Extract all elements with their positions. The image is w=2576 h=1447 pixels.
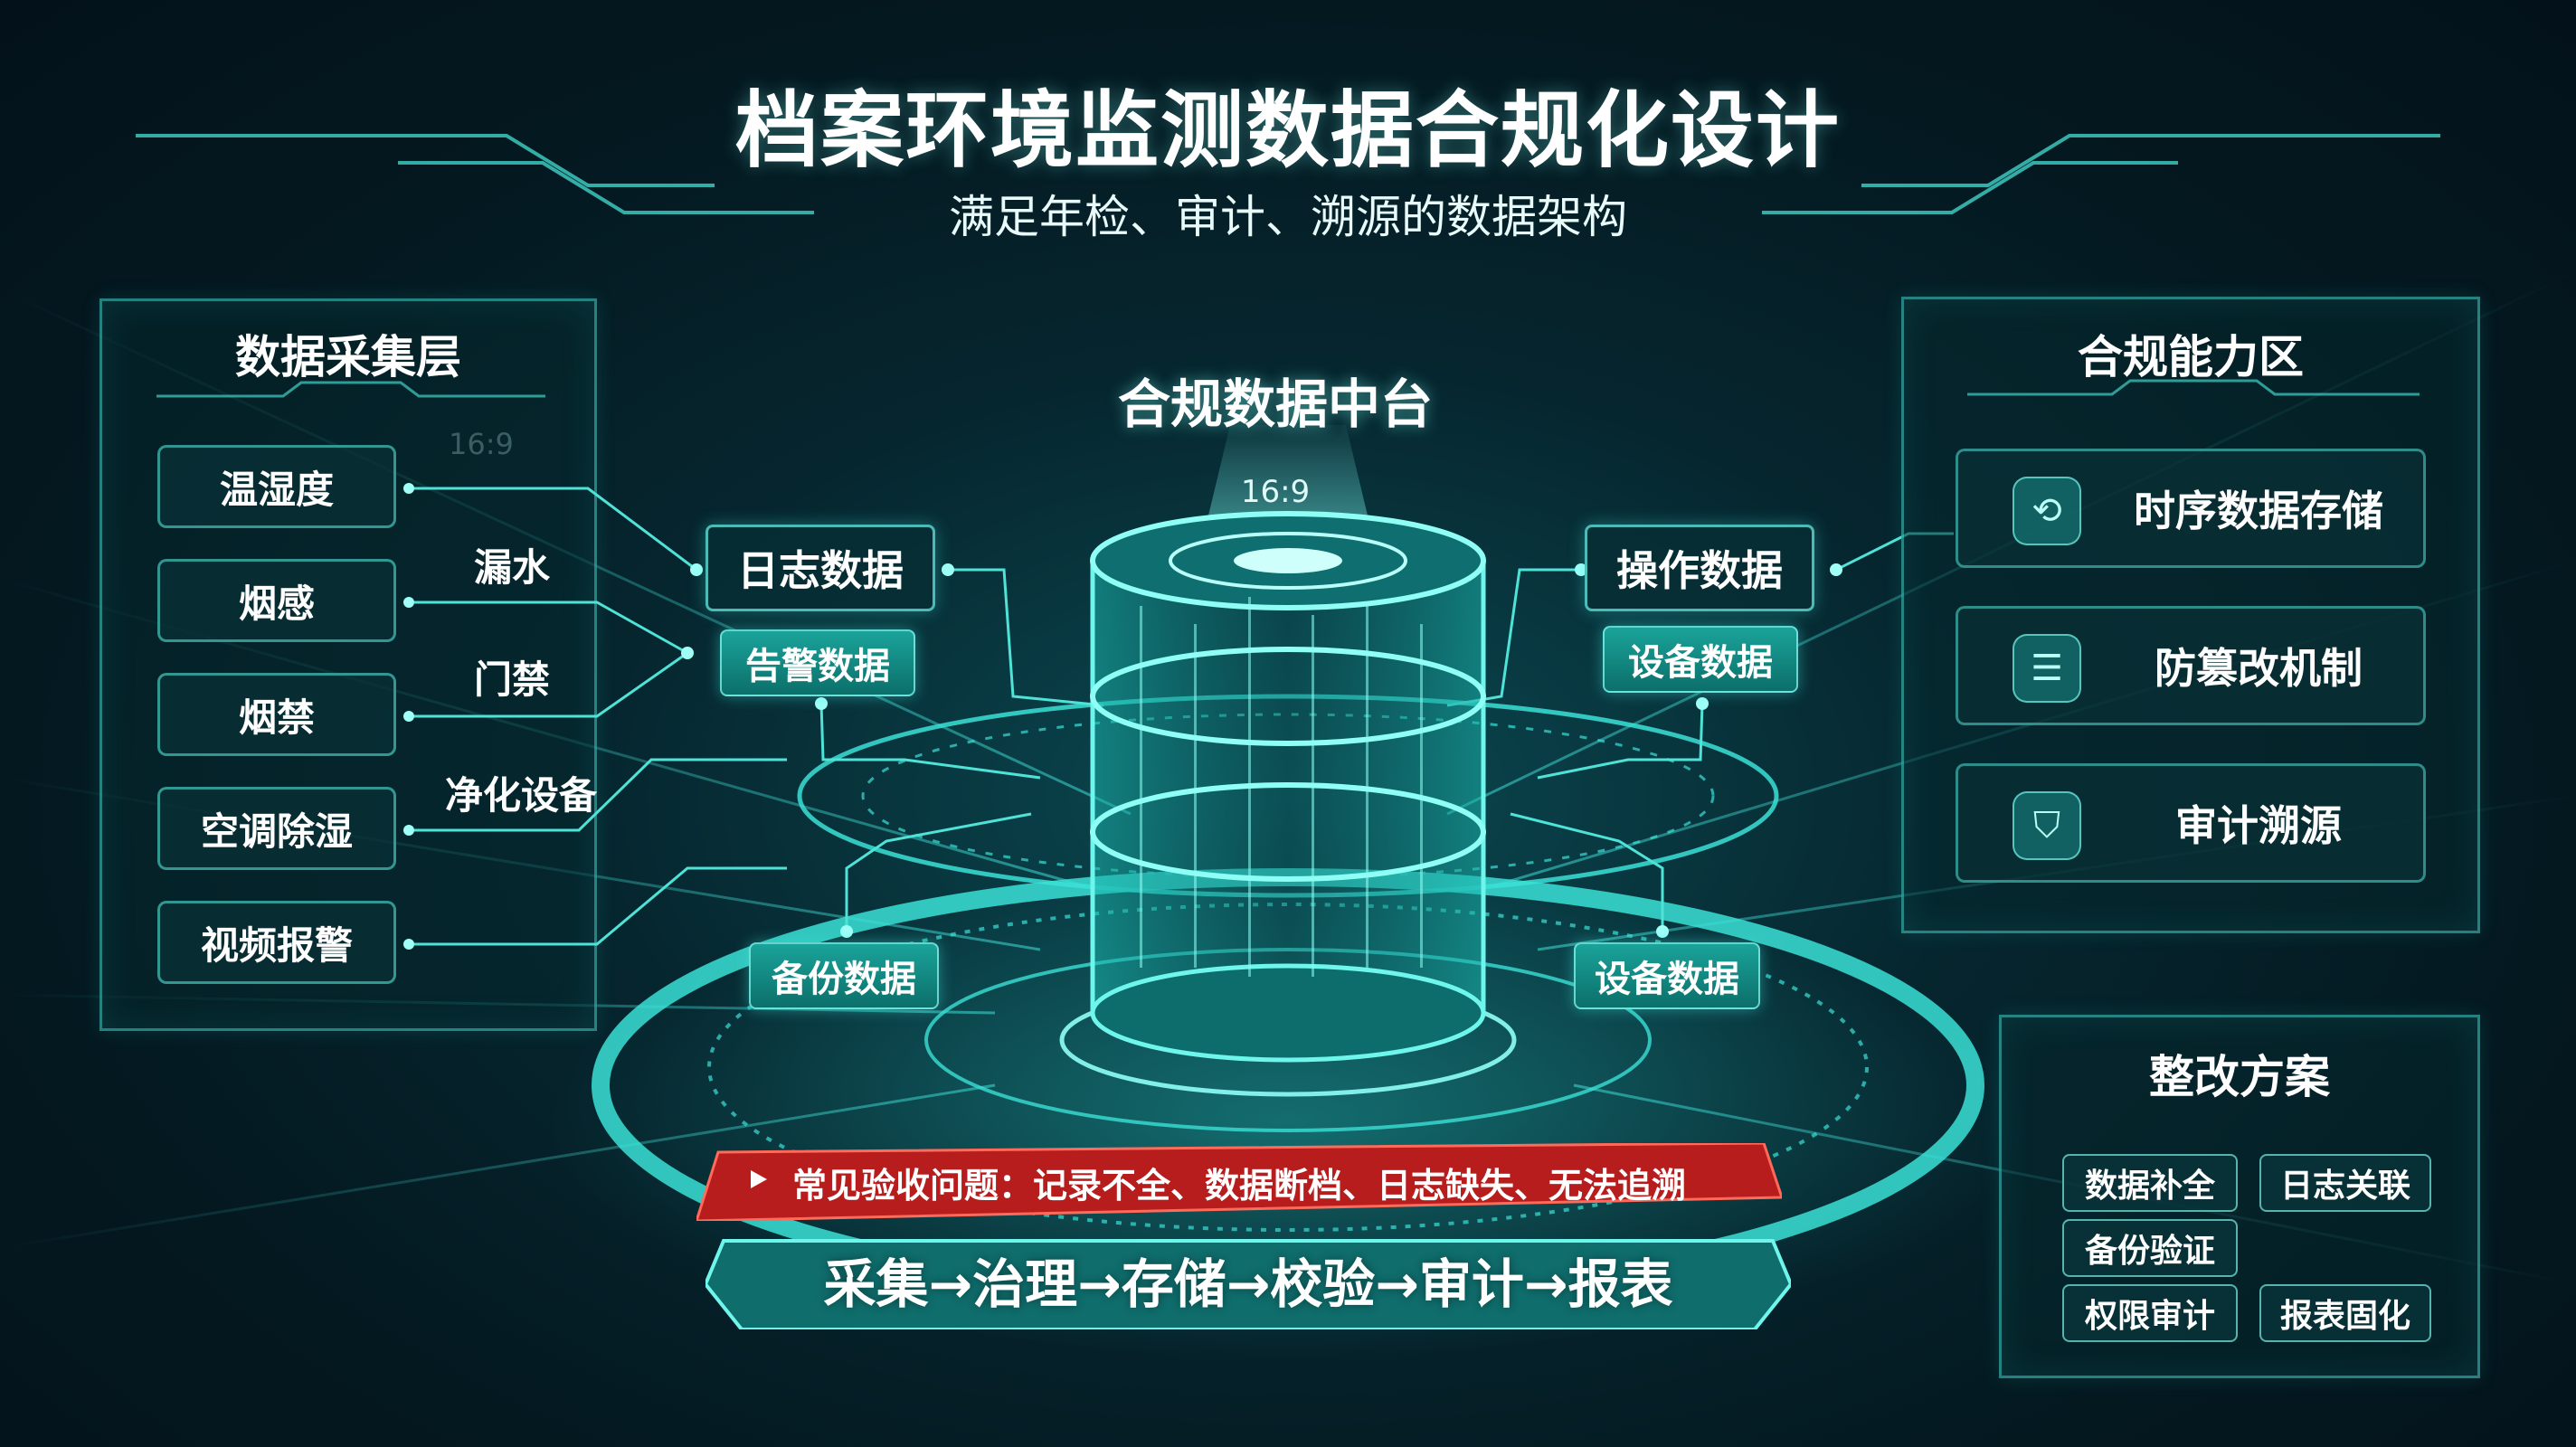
hub-ratio-label: 16:9 [1240,474,1311,510]
panel-accent-lines [156,381,545,398]
node-label: 日志数据 [737,546,904,595]
issue-banner-shape [696,1143,1782,1221]
ghost-ratio-label: 16:9 [449,427,514,461]
capability-audit-trace[interactable]: ⛉ 审计溯源 [1956,763,2426,883]
tamper-proof-icon: ☰ [2012,634,2081,703]
sensor-label: 空调除湿 [200,809,353,854]
node-label: 操作数据 [1616,546,1783,595]
flow-banner: 采集→治理→存储→校验→审计→报表 [706,1230,1791,1329]
capability-panel-title: 合规能力区 [2078,331,2304,383]
fix-backup-verification[interactable]: 备份验证 [2062,1219,2238,1277]
sensor-temperature-humidity[interactable]: 温湿度 [157,445,396,528]
node-label: 设备数据 [1628,642,1773,684]
fix-label: 日志关联 [2279,1168,2410,1205]
fix-data-completion[interactable]: 数据补全 [2062,1154,2238,1212]
label-access-control: 门禁 [474,657,551,702]
capability-time-series-storage[interactable]: ⟲ 时序数据存储 [1956,449,2426,568]
capability-tamper-proof[interactable]: ☰ 防篡改机制 [1956,606,2426,725]
node-label: 告警数据 [745,646,890,687]
label-purifier: 净化设备 [445,773,598,818]
warning-play-icon [751,1170,767,1188]
sensor-label: 视频报警 [200,922,353,968]
fix-label: 数据补全 [2084,1168,2215,1205]
fix-label: 权限审计 [2084,1298,2215,1335]
page-subtitle: 满足年检、审计、溯源的数据架构 [949,191,1627,243]
data-cylinder-graphic [1090,425,1486,1063]
sensor-label: 烟禁 [238,695,315,740]
issue-banner-text: 常见验收问题：记录不全、数据断档、日志缺失、无法追溯 [791,1165,1686,1206]
rectification-title: 整改方案 [2149,1051,2330,1103]
node-backup-data[interactable]: 备份数据 [749,942,939,1009]
sensor-video-alarm[interactable]: 视频报警 [157,901,396,984]
fix-report-solidify[interactable]: 报表固化 [2259,1284,2431,1342]
node-operation-data[interactable]: 操作数据 [1585,525,1814,611]
time-series-icon: ⟲ [2012,477,2081,545]
flow-banner-shape [706,1239,1791,1329]
fix-label: 备份验证 [2084,1233,2215,1270]
fix-permission-audit[interactable]: 权限审计 [2062,1284,2238,1342]
sensor-smoke[interactable]: 烟感 [157,559,396,642]
node-alarm-data[interactable]: 告警数据 [720,629,915,696]
node-log-data[interactable]: 日志数据 [706,525,935,611]
node-device-data-top[interactable]: 设备数据 [1603,626,1798,693]
sensor-ac-dehumidify[interactable]: 空调除湿 [157,787,396,870]
capability-label: 审计溯源 [2175,801,2342,850]
node-label: 设备数据 [1595,959,1739,1000]
flow-banner-text: 采集→治理→存储→校验→审计→报表 [823,1253,1673,1315]
capability-label: 时序数据存储 [2134,487,2383,535]
node-device-data-bottom[interactable]: 设备数据 [1574,942,1760,1009]
panel-accent-lines [1967,379,2420,396]
sensor-smoke-ban[interactable]: 烟禁 [157,673,396,756]
page-title: 档案环境监测数据合规化设计 [734,82,1841,179]
label-water-leak: 漏水 [474,545,551,590]
issue-banner: 常见验收问题：记录不全、数据断档、日志缺失、无法追溯 [696,1143,1782,1221]
node-label: 备份数据 [772,959,916,1000]
sensor-label: 温湿度 [219,467,334,512]
sensor-label: 烟感 [238,581,315,626]
fix-label: 报表固化 [2279,1298,2410,1335]
hub-title: 合规数据中台 [1117,374,1433,435]
audit-shield-icon: ⛉ [2012,791,2081,860]
data-collection-title: 数据采集层 [235,331,461,383]
fix-log-correlation[interactable]: 日志关联 [2259,1154,2431,1212]
capability-label: 防篡改机制 [2155,644,2363,693]
